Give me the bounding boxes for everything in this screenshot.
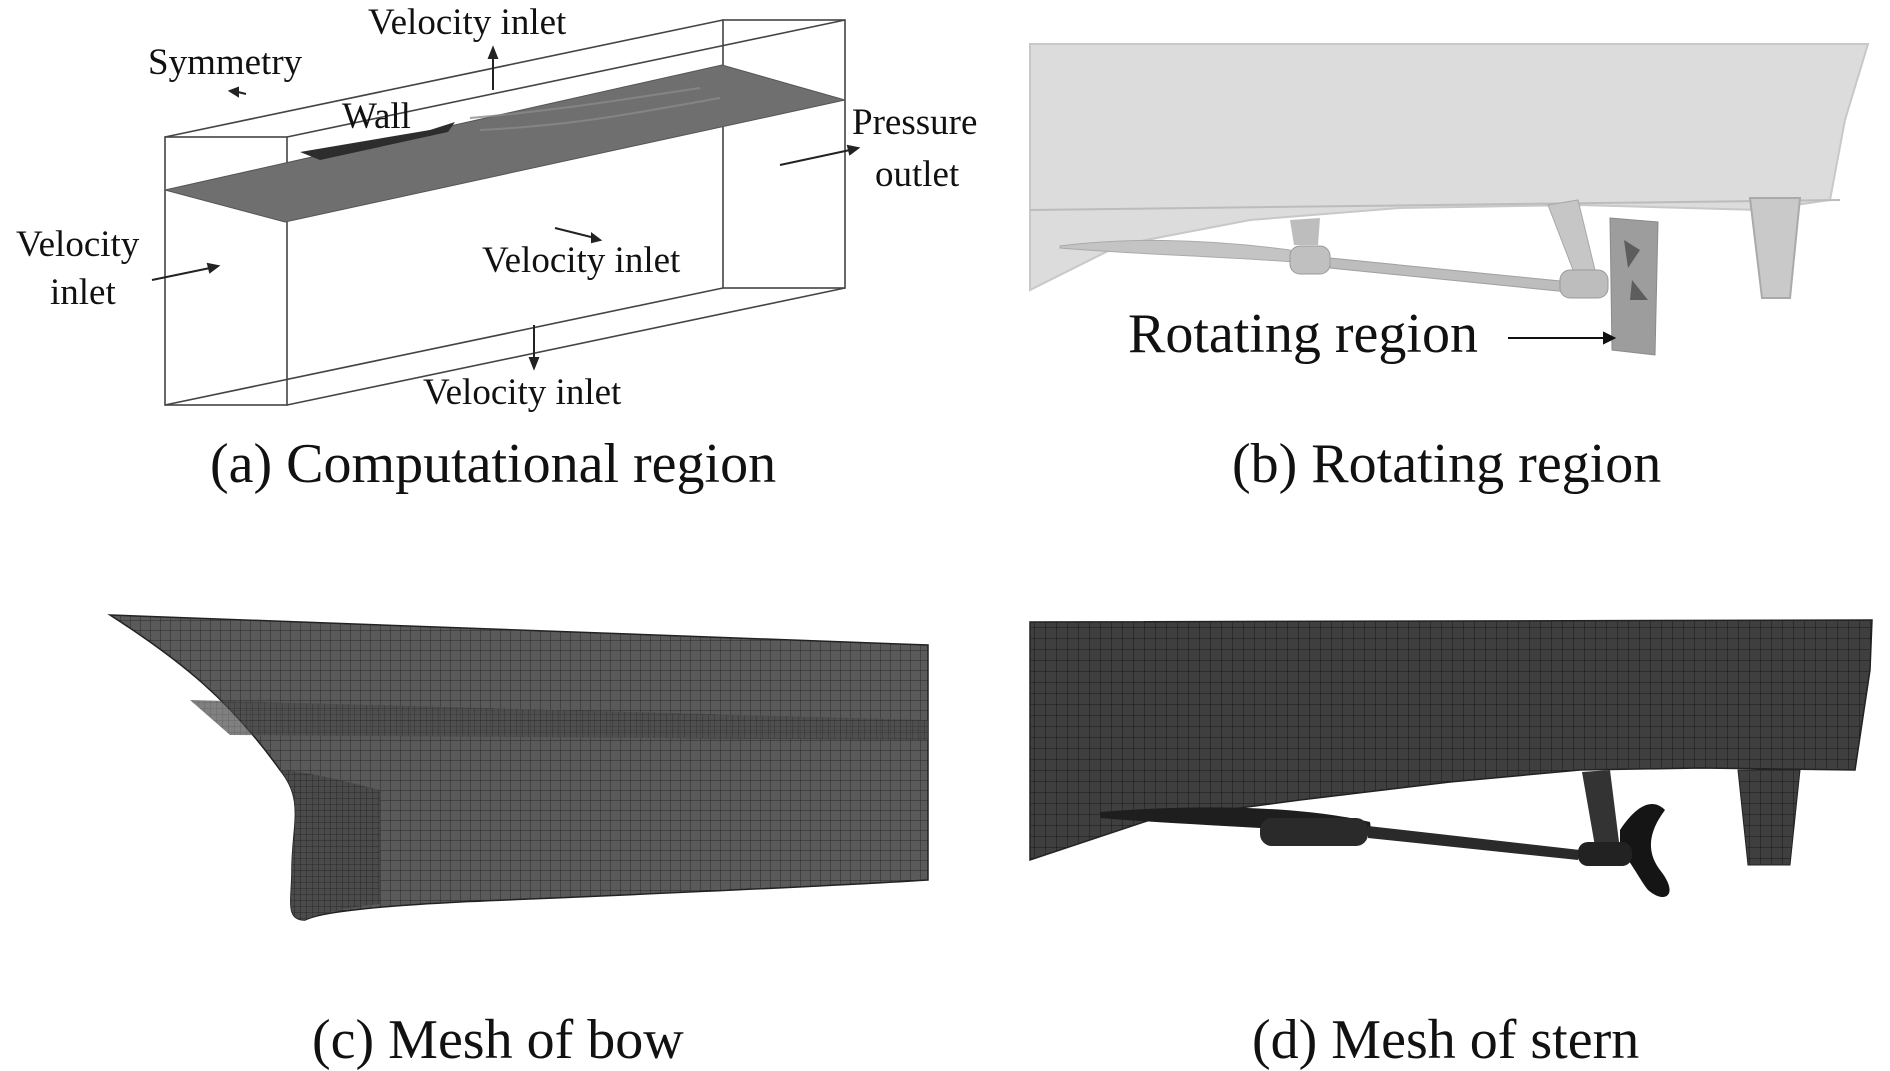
wake-pattern (469, 87, 721, 131)
caption-panel-d: (d) Mesh of stern (1252, 1009, 1640, 1071)
rotating-region-arrow (1508, 331, 1617, 345)
stern-mesh (1029, 619, 1873, 898)
free-surface (164, 64, 846, 223)
label-rotating-region: Rotating region (1128, 303, 1478, 365)
stern-render (1029, 43, 1870, 299)
label-velocity-inlet-side: Velocity inlet (482, 240, 681, 281)
boundary-arrows (151, 45, 861, 371)
label-pressure-outlet-line2: outlet (875, 154, 960, 195)
label-velocity-inlet-top: Velocity inlet (368, 2, 567, 43)
caption-panel-a: (a) Computational region (210, 433, 777, 495)
label-velocity-inlet-bottom: Velocity inlet (423, 372, 622, 413)
computational-domain-box (164, 19, 846, 406)
rotating-region (1609, 217, 1659, 356)
label-symmetry: Symmetry (148, 42, 303, 83)
hull-wall (300, 122, 455, 160)
label-wall: Wall (342, 96, 411, 137)
label-velocity-inlet-left-line1: Velocity (16, 224, 140, 265)
label-pressure-outlet-line1: Pressure (852, 102, 978, 143)
caption-panel-c: (c) Mesh of bow (312, 1009, 684, 1071)
caption-panel-b: (b) Rotating region (1232, 433, 1662, 495)
label-velocity-inlet-left-line2: inlet (50, 272, 116, 313)
bow-mesh (107, 614, 929, 921)
